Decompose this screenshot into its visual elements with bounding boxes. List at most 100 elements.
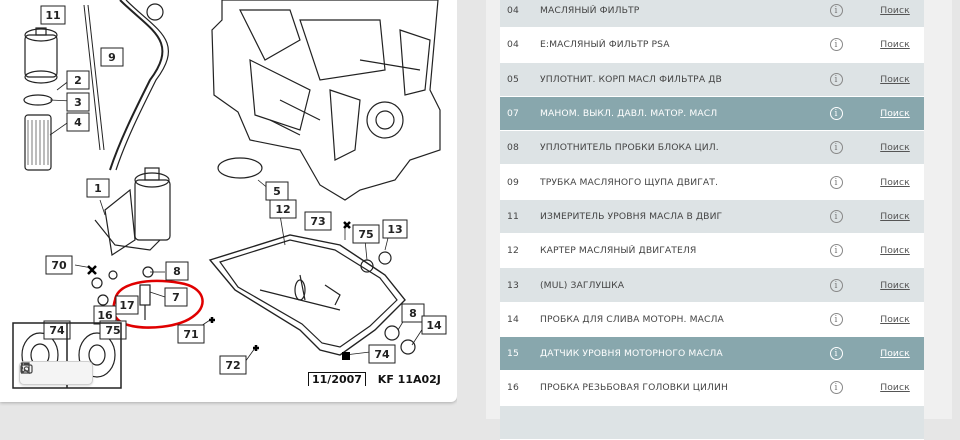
part-number: 09 xyxy=(507,176,519,188)
info-icon[interactable]: i xyxy=(829,312,843,326)
part-name: КАРТЕР МАСЛЯНЫЙ ДВИГАТЕЛЯ xyxy=(540,245,697,257)
part-number: 15 xyxy=(507,348,519,360)
callout-13: 13 xyxy=(382,219,408,239)
info-icon[interactable]: i xyxy=(829,4,843,18)
callout-3: 3 xyxy=(66,92,90,112)
info-icon[interactable]: i xyxy=(829,278,843,292)
svg-text:8: 8 xyxy=(409,307,417,320)
info-icon[interactable]: i xyxy=(829,72,843,86)
parts-table-row[interactable]: 04 МАСЛЯНЫЙ ФИЛЬТР i Поиск xyxy=(500,0,924,29)
info-icon[interactable]: i xyxy=(829,244,843,258)
callout-4: 4 xyxy=(66,112,90,132)
parts-list-panel: 04 МАСЛЯНЫЙ ФИЛЬТР i Поиск 04 E:МАСЛЯНЫЙ… xyxy=(486,0,960,440)
parts-table-row[interactable]: 12 КАРТЕР МАСЛЯНЫЙ ДВИГАТЕЛЯ i Поиск xyxy=(500,234,924,269)
part-name: E:МАСЛЯНЫЙ ФИЛЬТР PSA xyxy=(540,39,670,51)
part-name: (MUL) ЗАГЛУШКА xyxy=(540,279,625,291)
parts-table: 04 МАСЛЯНЫЙ ФИЛЬТР i Поиск 04 E:МАСЛЯНЫЙ… xyxy=(500,0,924,440)
search-link[interactable]: Поиск xyxy=(880,108,910,120)
search-link[interactable]: Поиск xyxy=(880,39,910,51)
part-name: МАСЛЯНЫЙ ФИЛЬТР xyxy=(540,5,640,17)
search-link[interactable]: Поиск xyxy=(880,5,910,17)
svg-text:5: 5 xyxy=(273,185,281,198)
search-link[interactable]: Поиск xyxy=(880,348,910,360)
info-icon[interactable]: i xyxy=(829,347,843,361)
part-number: 11 xyxy=(507,210,519,222)
info-icon[interactable]: i xyxy=(829,209,843,223)
search-link[interactable]: Поиск xyxy=(880,142,910,154)
callout-11: 11 xyxy=(40,5,66,25)
part-number: 14 xyxy=(507,313,519,325)
diagram-date: 11/2007 xyxy=(308,372,366,386)
svg-text:70: 70 xyxy=(51,259,67,272)
diagram-reference-label: 11/2007 KF 11A02J xyxy=(308,372,448,390)
svg-text:17: 17 xyxy=(119,299,134,312)
info-icon[interactable]: i xyxy=(829,107,843,121)
info-icon[interactable]: i xyxy=(829,141,843,155)
search-link[interactable]: Поиск xyxy=(880,210,910,222)
search-link[interactable]: Поиск xyxy=(880,245,910,257)
svg-text:2: 2 xyxy=(74,74,82,87)
part-number: 07 xyxy=(507,108,519,120)
callout-8b: 8 xyxy=(401,303,425,323)
part-number: 12 xyxy=(507,245,519,257)
search-link[interactable]: Поиск xyxy=(880,279,910,291)
callout-74b: 74 xyxy=(368,344,396,364)
diagram-code: KF 11A02J xyxy=(377,373,441,386)
more-button[interactable] xyxy=(20,362,89,382)
parts-table-row[interactable] xyxy=(500,405,924,440)
callout-75: 75 xyxy=(352,224,380,244)
part-number: 04 xyxy=(507,39,519,51)
parts-table-row[interactable]: 11 ИЗМЕРИТЕЛЬ УРОВНЯ МАСЛА В ДВИГ i Поис… xyxy=(500,199,924,235)
callout-74a: 74 xyxy=(43,320,71,340)
parts-table-row[interactable]: 05 УПЛОТНИТ. КОРП МАСЛ ФИЛЬТРА ДВ i Поис… xyxy=(500,62,924,97)
search-link[interactable]: Поиск xyxy=(880,176,910,188)
parts-table-row[interactable]: 14 ПРОБКА ДЛЯ СЛИВА МОТОРН. МАСЛА i Поис… xyxy=(500,302,924,337)
part-number: 13 xyxy=(507,279,519,291)
callout-5: 5 xyxy=(265,181,289,201)
part-number: 08 xyxy=(507,142,519,154)
part-name: ИЗМЕРИТЕЛЬ УРОВНЯ МАСЛА В ДВИГ xyxy=(540,210,723,222)
callout-7: 7 xyxy=(164,287,188,307)
part-name: ТРУБКА МАСЛЯНОГО ЩУПА ДВИГАТ. xyxy=(540,176,719,188)
part-number: 04 xyxy=(507,5,519,17)
svg-text:7: 7 xyxy=(172,291,180,304)
svg-text:74: 74 xyxy=(374,348,390,361)
callout-14: 14 xyxy=(421,315,447,335)
callout-72: 72 xyxy=(219,355,247,375)
search-link[interactable]: Поиск xyxy=(880,73,910,85)
svg-text:9: 9 xyxy=(108,51,116,64)
svg-text:12: 12 xyxy=(275,203,290,216)
part-name: УПЛОТНИТЕЛЬ ПРОБКИ БЛОКА ЦИЛ. xyxy=(540,142,719,154)
svg-text:75: 75 xyxy=(358,228,373,241)
callout-2: 2 xyxy=(66,70,90,90)
info-icon[interactable]: i xyxy=(829,381,843,395)
parts-table-row[interactable]: 07 МАНОМ. ВЫКЛ. ДАВЛ. МАТОР. МАСЛ i Поис… xyxy=(500,96,924,132)
search-link[interactable]: Поиск xyxy=(880,313,910,325)
parts-table-row[interactable]: 09 ТРУБКА МАСЛЯНОГО ЩУПА ДВИГАТ. i Поиск xyxy=(500,165,924,200)
info-icon[interactable]: i xyxy=(829,175,843,189)
panel-gap xyxy=(457,0,486,419)
parts-table-row[interactable]: 04 E:МАСЛЯНЫЙ ФИЛЬТР PSA i Поиск xyxy=(500,28,924,63)
parts-table-row[interactable]: 15 ДАТЧИК УРОВНЯ МОТОРНОГО МАСЛА i Поиск xyxy=(500,336,924,372)
camera-button[interactable] xyxy=(20,363,65,382)
info-icon[interactable]: i xyxy=(829,38,843,52)
svg-text:14: 14 xyxy=(426,319,442,332)
search-link[interactable]: Поиск xyxy=(880,382,910,394)
callout-12: 12 xyxy=(269,199,297,219)
part-name: УПЛОТНИТ. КОРП МАСЛ ФИЛЬТРА ДВ xyxy=(540,73,722,85)
callout-70: 70 xyxy=(45,255,73,275)
svg-text:1: 1 xyxy=(94,182,102,195)
callout-8a: 8 xyxy=(165,261,189,281)
svg-text:74: 74 xyxy=(49,324,65,337)
camera-icon xyxy=(20,363,33,374)
part-name: МАНОМ. ВЫКЛ. ДАВЛ. МАТОР. МАСЛ xyxy=(540,108,718,120)
parts-table-row[interactable]: 13 (MUL) ЗАГЛУШКА i Поиск xyxy=(500,268,924,303)
parts-table-row[interactable]: 08 УПЛОТНИТЕЛЬ ПРОБКИ БЛОКА ЦИЛ. i Поиск xyxy=(500,131,924,166)
parts-diagram-panel: 11 9 2 3 4 1 5 12 73 75 13 70 8 17 7 16 … xyxy=(0,0,457,402)
svg-text:73: 73 xyxy=(310,215,325,228)
engine-exploded-diagram: 11 9 2 3 4 1 5 12 73 75 13 70 8 17 7 16 … xyxy=(12,0,447,389)
scrollbar-track[interactable] xyxy=(952,0,960,419)
part-number: 16 xyxy=(507,382,519,394)
callout-16: 16 xyxy=(93,305,117,325)
parts-table-row[interactable]: 16 ПРОБКА РЕЗЬБОВАЯ ГОЛОВКИ ЦИЛИН i Поис… xyxy=(500,371,924,406)
